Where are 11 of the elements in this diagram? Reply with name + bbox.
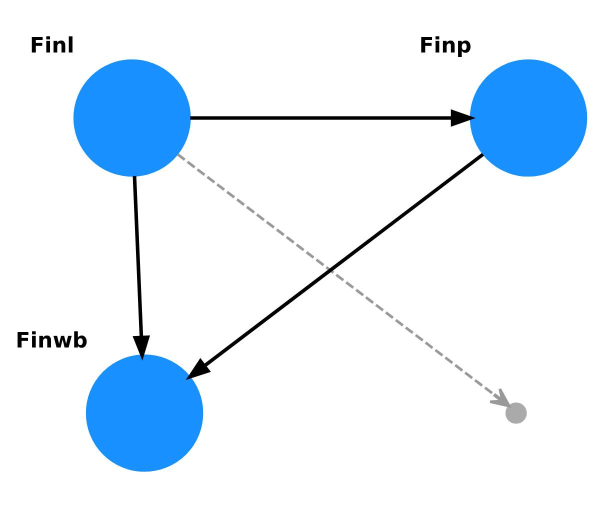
arrow (186, 152, 484, 380)
arrow (176, 153, 511, 408)
node-label: Finl (30, 33, 74, 58)
node-label: Finp (419, 33, 472, 58)
arrow (190, 109, 476, 127)
node-circle (86, 354, 204, 472)
node-circle (505, 402, 527, 424)
arrow (132, 176, 150, 361)
node-circle (470, 59, 588, 177)
node-circle (73, 59, 191, 177)
node-label: Finwb (16, 328, 88, 354)
